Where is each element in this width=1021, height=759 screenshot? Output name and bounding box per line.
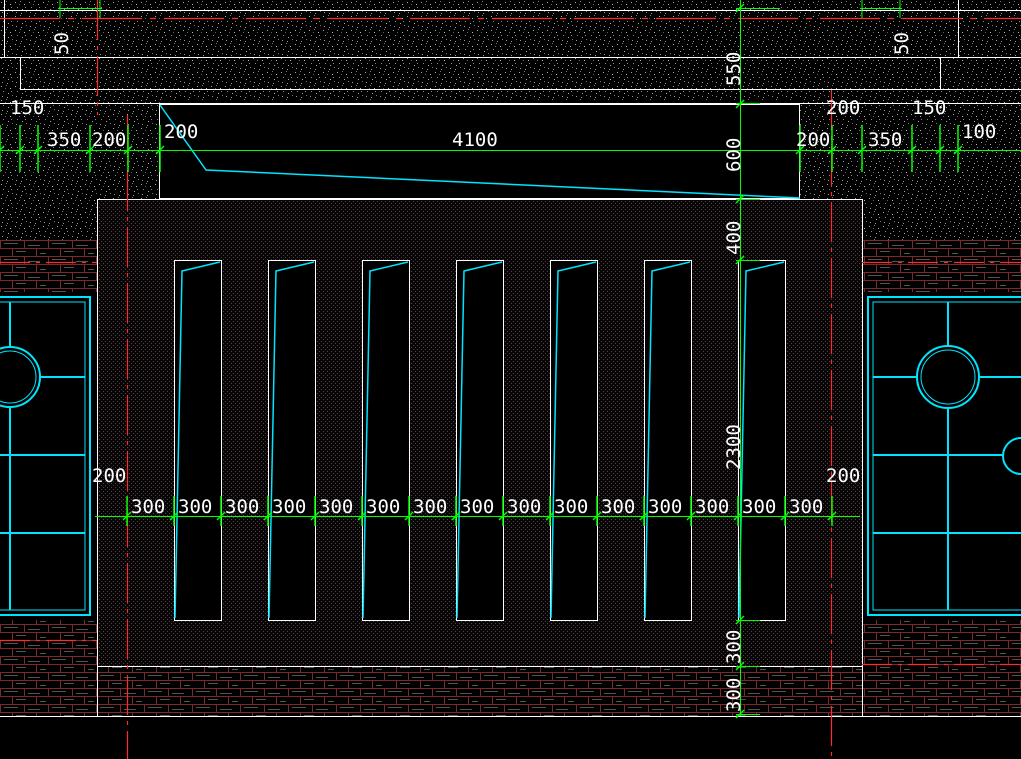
dim-left-150: 150 — [10, 97, 44, 119]
dim-vert-2300: 2300 — [723, 424, 745, 470]
dim-tick — [735, 255, 745, 265]
dim-top-right-50: 50 — [891, 32, 913, 55]
dim-tick — [735, 709, 745, 719]
lintel-opening — [159, 104, 800, 199]
dim-tick — [0, 145, 5, 152]
dimension-labels: 50 50 550 150 150 350 200 200 4100 600 2… — [10, 32, 996, 712]
window-oculus-inner — [0, 350, 37, 404]
right-window — [867, 296, 1021, 616]
dim-tick — [735, 661, 745, 671]
slat-opening — [550, 260, 598, 621]
slat-slope-line — [738, 261, 785, 619]
slat-opening — [268, 260, 316, 621]
slat-opening — [174, 260, 222, 621]
dim-span-4100: 4100 — [452, 129, 498, 151]
window-side-circle — [1002, 437, 1021, 475]
dim-top-600: 600 — [723, 138, 745, 172]
dim-left-350: 350 — [47, 129, 81, 151]
gate-slats — [174, 260, 786, 621]
slat-slope-line — [550, 261, 597, 619]
dim-right-350: 350 — [868, 129, 902, 151]
dim-left-200: 200 — [92, 129, 126, 151]
left-window — [0, 296, 91, 616]
slat-slope-line — [362, 261, 409, 619]
window-frame — [0, 296, 91, 616]
left-brick-bottom — [0, 620, 97, 716]
dim-slat-spacing-300: 300 — [413, 496, 447, 518]
dim-slope-200: 200 — [164, 121, 198, 143]
slat-opening — [738, 260, 786, 621]
dim-slat-spacing-300: 300 — [695, 496, 729, 518]
dim-slat-spacing-300: 300 — [601, 496, 635, 518]
dim-slat-spacing-300: 300 — [460, 496, 494, 518]
window-frame — [867, 296, 1021, 616]
gate-panel-outline — [97, 199, 863, 667]
dim-right-200-side: 200 — [826, 465, 860, 487]
slat-spacing-dimensions: 300 300 300 300 300 300 300 300 300 300 300 300 300 3… — [131, 496, 823, 518]
dim-slat-spacing-300: 300 — [742, 496, 776, 518]
dim-right-200-top: 200 — [826, 97, 860, 119]
right-brick-bottom — [862, 620, 1021, 716]
dim-vert-300-b: 300 — [723, 678, 745, 712]
slat-opening — [362, 260, 410, 621]
slat-slope-line — [268, 261, 315, 619]
dim-right-150: 150 — [912, 97, 946, 119]
slat-slope-line — [644, 261, 691, 619]
dim-slat-spacing-300: 300 — [789, 496, 823, 518]
dim-top-left-50: 50 — [51, 32, 73, 55]
dim-tick — [735, 194, 745, 204]
dim-right-100: 100 — [962, 121, 996, 143]
slat-opening — [456, 260, 504, 621]
dim-top-550: 550 — [723, 52, 745, 86]
lintel-slope-line — [159, 104, 801, 199]
dim-vert-300-a: 300 — [723, 630, 745, 664]
dim-tick — [735, 615, 745, 625]
dim-slat-spacing-300: 300 — [178, 496, 212, 518]
window-oculus — [0, 346, 41, 408]
window-oculus-inner — [920, 349, 976, 405]
right-brick-top — [862, 240, 1021, 292]
window-oculus — [916, 345, 980, 409]
top-strip-hatch — [0, 0, 1021, 100]
dim-slat-spacing-300: 300 — [225, 496, 259, 518]
dimension-lines — [0, 0, 1021, 716]
dim-slat-spacing-300: 300 — [366, 496, 400, 518]
dim-slat-spacing-300: 300 — [648, 496, 682, 518]
dim-slat-spacing-300: 300 — [554, 496, 588, 518]
dimension-ticks — [0, 3, 963, 719]
dim-slat-spacing-300: 300 — [131, 496, 165, 518]
dim-vert-400: 400 — [723, 221, 745, 255]
dim-tick — [735, 99, 745, 109]
slat-opening — [644, 260, 692, 621]
dim-slat-spacing-300: 300 — [319, 496, 353, 518]
dim-slat-spacing-300: 300 — [507, 496, 541, 518]
slat-slope-line — [174, 261, 221, 619]
dim-slat-spacing-300: 300 — [272, 496, 306, 518]
left-brick-top — [0, 240, 97, 292]
slat-slope-line — [456, 261, 503, 619]
bottom-brick-band — [97, 667, 862, 716]
dim-tick — [735, 3, 745, 13]
dim-right-200-mid: 200 — [796, 129, 830, 151]
dim-left-200-side: 200 — [92, 465, 126, 487]
